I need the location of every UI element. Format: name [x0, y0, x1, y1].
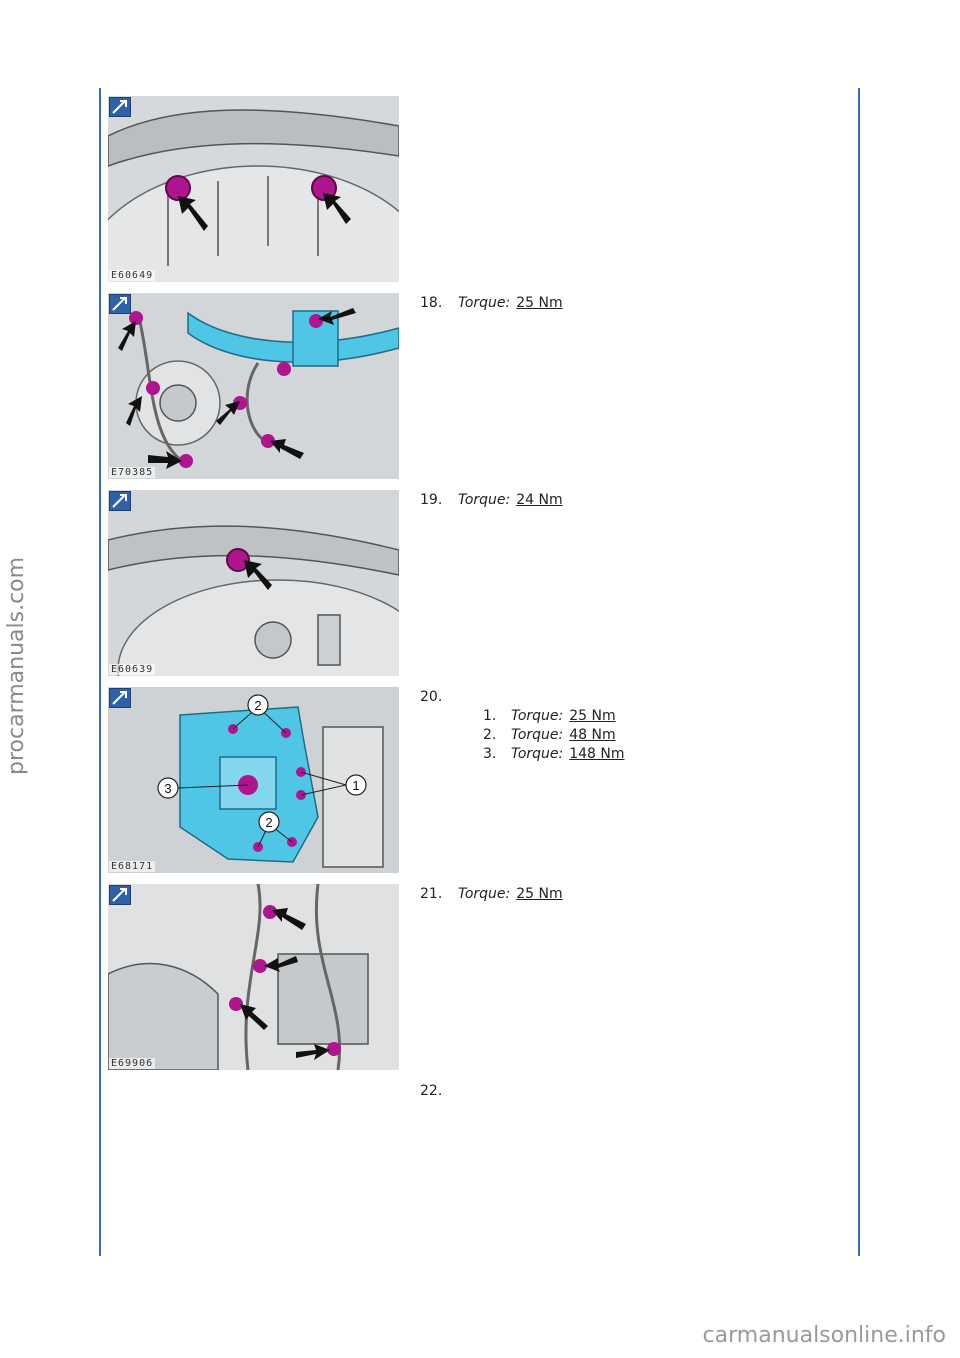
substep-1: 1. Torque: 25 Nm: [483, 708, 616, 724]
bottom-watermark: carmanualsonline.info: [702, 1323, 946, 1348]
substep-number: 3.: [483, 746, 497, 762]
svg-text:2: 2: [265, 815, 272, 830]
torque-label: Torque:: [458, 886, 511, 902]
svg-text:1: 1: [352, 778, 359, 793]
substep-number: 1.: [483, 708, 497, 724]
step-22: 22.: [420, 1083, 458, 1099]
side-watermark: procarmanuals.com: [4, 556, 29, 775]
right-margin-rule: [858, 88, 860, 1256]
left-margin-rule: [99, 88, 101, 1256]
callout-2-top: 2: [247, 694, 269, 716]
engine-illustration: [108, 96, 399, 282]
torque-value-link[interactable]: 25 Nm: [516, 295, 563, 311]
step-21: 21. Torque: 25 Nm: [420, 886, 563, 902]
zoom-in-icon[interactable]: [109, 885, 131, 905]
torque-label: Torque:: [511, 746, 564, 762]
zoom-in-icon[interactable]: [109, 491, 131, 511]
figure-id: E70385: [109, 467, 156, 478]
engine-illustration: [108, 490, 399, 676]
torque-value-link[interactable]: 25 Nm: [569, 708, 616, 724]
engine-illustration: 2 3 1 2: [108, 687, 399, 873]
torque-label: Torque:: [458, 295, 511, 311]
torque-label: Torque:: [458, 492, 511, 508]
step-18: 18. Torque: 25 Nm: [420, 295, 563, 311]
torque-value-link[interactable]: 48 Nm: [569, 727, 616, 743]
substep-number: 2.: [483, 727, 497, 743]
substep-2: 2. Torque: 48 Nm: [483, 727, 616, 743]
callout-3: 3: [157, 777, 179, 799]
torque-value-link[interactable]: 148 Nm: [569, 746, 625, 762]
figure-id: E68171: [109, 861, 156, 872]
torque-label: Torque:: [511, 708, 564, 724]
engine-illustration: [108, 884, 399, 1070]
figure-e68171: 2 3 1 2 E68171: [108, 687, 399, 873]
figure-e69906: E69906: [108, 884, 399, 1070]
figure-id: E60639: [109, 664, 156, 675]
callout-2-bottom: 2: [258, 811, 280, 833]
step-number: 21.: [420, 886, 443, 902]
step-number: 22.: [420, 1083, 443, 1099]
step-20: 20.: [420, 689, 458, 705]
substep-3: 3. Torque: 148 Nm: [483, 746, 625, 762]
zoom-in-icon[interactable]: [109, 688, 131, 708]
figure-id: E60649: [109, 270, 156, 281]
torque-value-link[interactable]: 25 Nm: [516, 886, 563, 902]
figure-id: E69906: [109, 1058, 156, 1069]
zoom-in-icon[interactable]: [109, 97, 131, 117]
step-number: 19.: [420, 492, 443, 508]
svg-text:2: 2: [254, 698, 261, 713]
step-number: 20.: [420, 689, 443, 705]
zoom-in-icon[interactable]: [109, 294, 131, 314]
figure-e60639: E60639: [108, 490, 399, 676]
figure-e60649: E60649: [108, 96, 399, 282]
engine-illustration: [108, 293, 399, 479]
torque-label: Torque:: [511, 727, 564, 743]
figure-e70385: E70385: [108, 293, 399, 479]
step-19: 19. Torque: 24 Nm: [420, 492, 563, 508]
callout-1: 1: [345, 774, 367, 796]
step-number: 18.: [420, 295, 443, 311]
svg-text:3: 3: [164, 781, 171, 796]
torque-value-link[interactable]: 24 Nm: [516, 492, 563, 508]
